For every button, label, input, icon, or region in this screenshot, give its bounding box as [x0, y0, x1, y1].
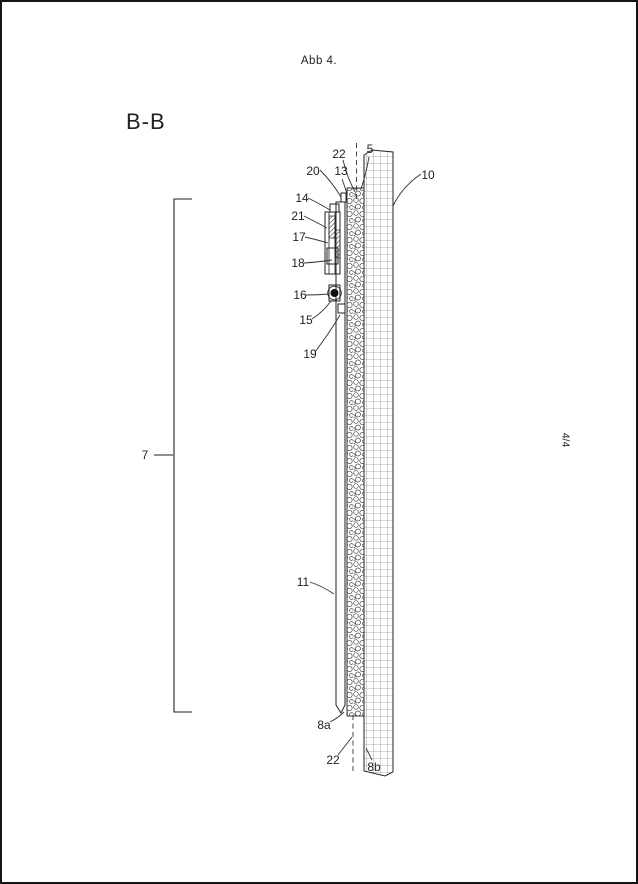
ref-label-5: 5: [367, 142, 374, 156]
panel: [335, 201, 346, 715]
leader-17: [304, 236, 329, 244]
ref-label-20: 20: [306, 164, 320, 178]
leader-11: [309, 581, 335, 595]
section-label: B-B: [126, 109, 166, 134]
anchor-screw: [330, 289, 339, 297]
leader-14: [307, 197, 331, 211]
ref-label-15: 15: [299, 313, 313, 327]
reference-numerals: 22 5 10 20 13 14 21 17 18 16 15 19 7 11 …: [142, 142, 435, 774]
insulation-layer: [346, 187, 365, 717]
leader-5: [360, 156, 370, 190]
wall-layer: [363, 149, 394, 777]
rail-lower-block: [326, 247, 339, 265]
leader-22-bottom: [337, 736, 353, 756]
ref-label-7: 7: [142, 448, 149, 462]
ref-label-14: 14: [295, 191, 309, 205]
leader-21: [303, 215, 328, 229]
ref-label-19: 19: [303, 347, 317, 361]
leader-16: [305, 293, 330, 296]
rail-insert-hatched: [328, 215, 336, 239]
leader-22-top: [342, 159, 356, 193]
anchor-block: [328, 284, 341, 302]
leader-10: [392, 173, 422, 207]
ref-label-21: 21: [291, 209, 305, 223]
ref-label-8a: 8a: [317, 718, 331, 732]
ref-label-13: 13: [334, 164, 348, 178]
leader-lines: [303, 156, 422, 761]
leader-19: [314, 314, 341, 353]
ref-label-16: 16: [293, 288, 307, 302]
leader-13: [341, 178, 348, 195]
ref-label-18: 18: [291, 256, 305, 270]
ref-label-8b: 8b: [367, 760, 381, 774]
figure-caption: Abb 4.: [300, 55, 338, 67]
ref-label-22-bottom: 22: [326, 753, 340, 767]
dimension-bracket: [154, 198, 192, 713]
mounting-rail: [324, 192, 347, 314]
ref-label-11: 11: [297, 575, 310, 589]
lower-fitting: [337, 303, 346, 314]
leader-15: [311, 300, 332, 320]
top-hook: [340, 192, 347, 203]
leader-20: [319, 169, 342, 198]
anchor-ring: [327, 285, 342, 301]
leader-8a: [329, 711, 345, 723]
leader-18: [303, 259, 333, 264]
ref-label-17: 17: [292, 230, 306, 244]
ref-label-10: 10: [421, 168, 435, 182]
leader-8b: [365, 747, 373, 761]
ref-label-22-top: 22: [332, 147, 346, 161]
